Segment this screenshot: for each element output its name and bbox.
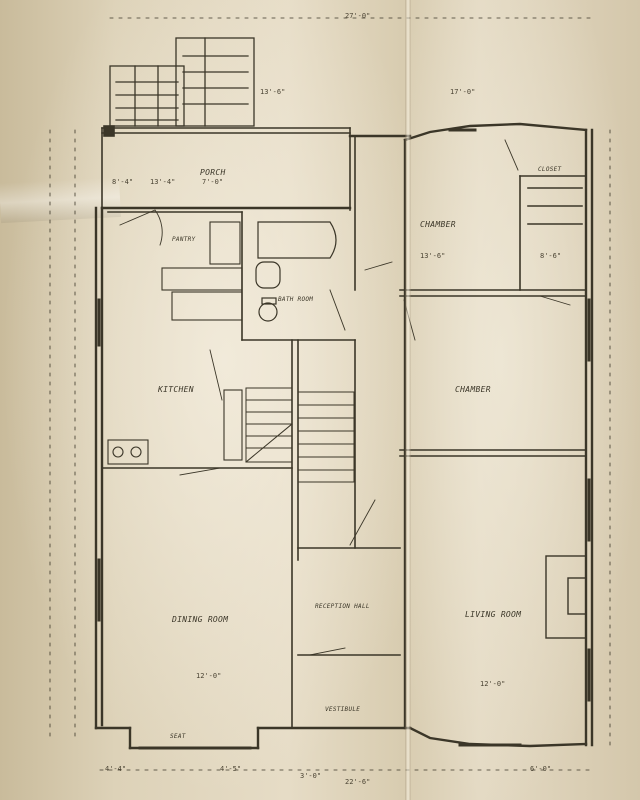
dim-closet: 8'-6" [540, 252, 562, 260]
kitchen-fixtures [107, 221, 243, 465]
dim-porch-left: 8'-4" [112, 178, 134, 186]
room-label-closet: CLOSET [538, 166, 562, 173]
room-label-porch: PORCH [200, 168, 226, 177]
interior-walls [101, 135, 587, 729]
room-dims-porch: 7'-0" [202, 178, 224, 186]
exterior-walls-right [403, 122, 594, 748]
dim-chamber: 13'-6" [420, 252, 446, 260]
room-label-seat: SEAT [170, 733, 186, 740]
room-label-pantry: PANTRY [172, 236, 196, 243]
room-label-bath: BATH ROOM [278, 296, 314, 303]
room-label-dining: DINING ROOM [172, 615, 229, 624]
bath-fixtures [255, 221, 337, 322]
dim-porch-mid: 13'-4" [150, 178, 176, 186]
room-label-kitchen: KITCHEN [158, 385, 194, 394]
room-label-living: LIVING ROOM [465, 610, 522, 619]
dim-bottom-4: 6'-0" [530, 765, 552, 773]
room-dims-dining: 12'-0" [196, 672, 222, 680]
fireplace [545, 555, 587, 639]
dimension-ticks [49, 17, 611, 771]
dim-bottom-1: 4'-4" [105, 765, 127, 773]
windows [97, 128, 591, 750]
dim-top-1: 27'-0" [345, 12, 371, 20]
dim-bottom-2: 4'-5" [220, 765, 242, 773]
room-label-chamber-top: CHAMBER [420, 220, 456, 229]
dim-top-right: 17'-0" [450, 88, 476, 96]
porch-steps [109, 37, 255, 127]
sheet-right [408, 0, 640, 800]
door-swings [119, 139, 571, 656]
dim-bottom-5: 3'-0" [300, 772, 322, 780]
paper-fold [405, 0, 411, 800]
dim-bottom-3: 22'-6" [345, 778, 371, 786]
room-label-chamber-mid: CHAMBER [455, 385, 491, 394]
room-label-vestibule: VESTIBULE [325, 706, 361, 713]
stairs [245, 387, 355, 483]
dim-porch-width: 13'-6" [260, 88, 286, 96]
exterior-walls [94, 134, 412, 750]
room-dims-living: 12'-0" [480, 680, 506, 688]
room-label-reception: RECEPTION HALL [315, 603, 370, 610]
porch-outline [101, 125, 351, 211]
